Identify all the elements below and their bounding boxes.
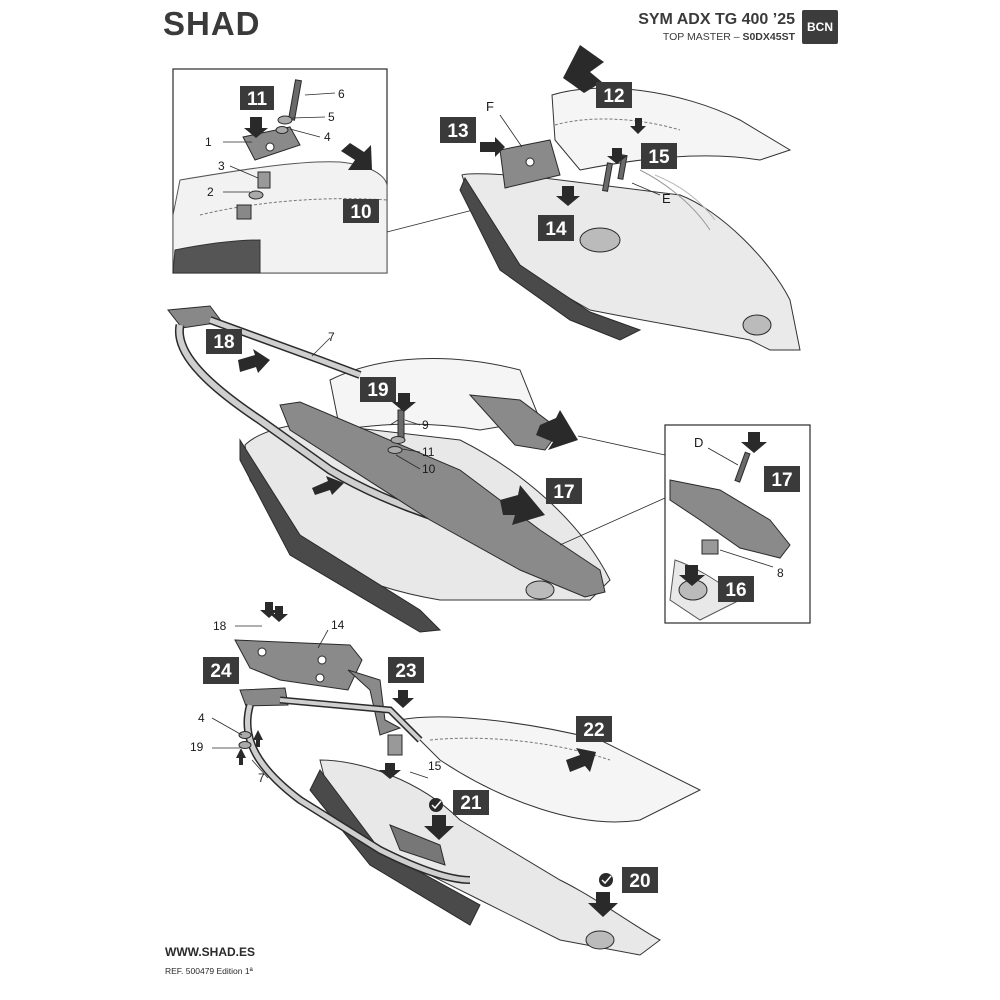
inset-panel-2 [664,424,811,624]
website-link[interactable]: WWW.SHAD.ES [165,945,255,959]
part-19: 19 [190,740,204,754]
svg-text:23: 23 [395,661,416,682]
model-title: SYM ADX TG 400 ’25 [638,11,795,28]
svg-text:12: 12 [603,86,624,107]
part-10: 10 [422,462,436,476]
step-17a: 17 [546,478,582,504]
part-7a: 7 [328,330,335,344]
step-20: 20 [622,867,658,893]
part-7b: 7 [258,771,265,785]
part-1: 1 [205,135,212,149]
step-21: 21 [453,790,489,815]
step-19: 19 [360,377,396,402]
svg-text:10: 10 [350,202,371,223]
letter-f: F [486,99,494,114]
part-15: 15 [428,759,442,773]
svg-text:17: 17 [771,470,792,491]
step-22: 22 [576,716,612,742]
part-6: 6 [338,87,345,101]
step-18: 18 [206,329,242,354]
svg-text:21: 21 [460,793,482,814]
reference-edition: REF. 500479 Edition 1ª [165,966,253,976]
svg-text:13: 13 [447,121,468,142]
svg-text:14: 14 [545,219,567,240]
step-23: 23 [388,657,424,683]
part-2: 2 [207,185,214,199]
part-4: 4 [324,130,331,144]
step-16: 16 [718,576,754,602]
part-14: 14 [331,618,345,632]
step-11: 11 [240,86,274,110]
step-14: 14 [538,215,574,241]
step-15: 15 [641,143,677,169]
part-18: 18 [213,619,227,633]
svg-text:22: 22 [583,720,604,741]
part-5: 5 [328,110,335,124]
part-3: 3 [218,159,225,173]
part-8: 8 [777,566,784,580]
svg-text:19: 19 [367,380,388,401]
inset-panel-1 [172,68,388,274]
step-13: 13 [440,117,476,143]
shad-logo: SHAD [163,5,261,42]
svg-text:17: 17 [553,482,574,503]
letter-e: E [662,191,671,206]
svg-text:15: 15 [648,147,670,168]
svg-text:20: 20 [629,871,650,892]
panel-3-rack [167,305,611,633]
panel-4-bottom [211,602,702,956]
product-subtitle: TOP MASTER – S0DX45ST [663,31,795,43]
step-10: 10 [343,199,379,223]
product-code: S0DX45ST [742,31,795,43]
part-11: 11 [422,445,435,459]
part-9: 9 [422,418,429,432]
step-12: 12 [596,82,632,108]
svg-text:18: 18 [213,332,234,353]
step-24: 24 [203,657,239,684]
step-17b: 17 [764,466,800,492]
letter-d: D [694,435,703,450]
part-4b: 4 [198,711,205,725]
svg-text:16: 16 [725,580,746,601]
product-prefix: TOP MASTER – [662,31,743,43]
svg-text:24: 24 [210,661,232,682]
bcn-badge: BCN [802,10,838,44]
svg-text:11: 11 [247,89,268,110]
